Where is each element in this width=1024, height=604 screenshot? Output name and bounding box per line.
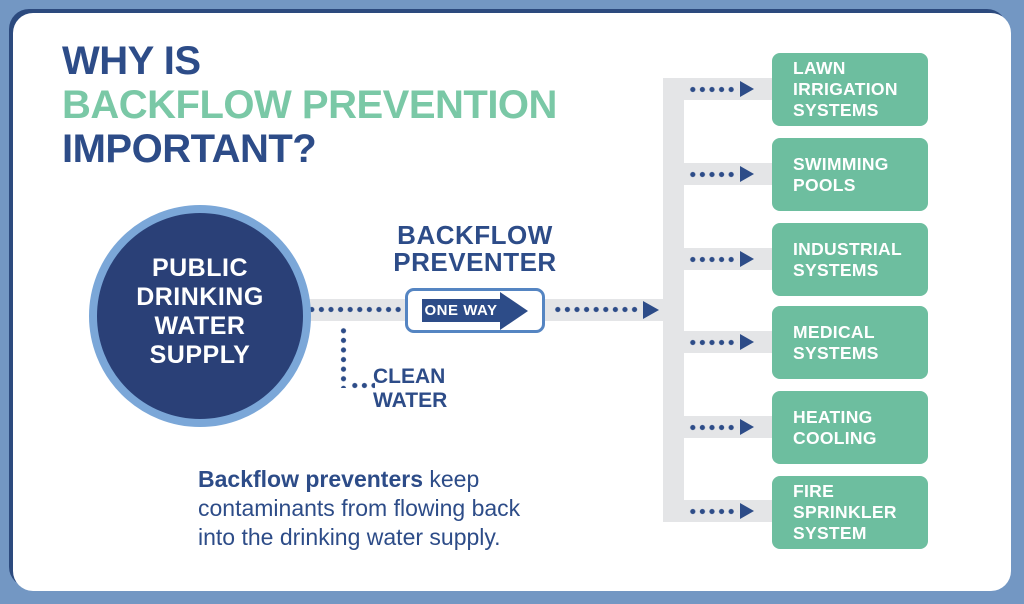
backflow-preventer-label: BACKFLOW PREVENTER: [393, 220, 557, 277]
branch-flow-dots: [688, 423, 738, 432]
footer-line-1: Backflow preventers keep: [198, 465, 520, 494]
branch-flow-dots: [688, 170, 738, 179]
branch-arrowhead: [740, 503, 754, 519]
title-line-3: IMPORTANT?: [62, 127, 317, 171]
page-title: WHY IS BACKFLOW PREVENTION IMPORTANT?: [62, 39, 557, 171]
destination-heating-cooling: HEATING COOLING: [772, 391, 928, 464]
destination-label: LAWN IRRIGATION SYSTEMS: [793, 58, 898, 120]
clean-water-dots-horizontal: [350, 381, 375, 390]
footer-caption: Backflow preventers keep contaminants fr…: [198, 465, 520, 552]
flow-dots-before-preventer: [307, 305, 403, 314]
destination-medical-systems: MEDICAL SYSTEMS: [772, 306, 928, 379]
destination-label: HEATING COOLING: [793, 406, 877, 448]
footer-line-2: contaminants from flowing back: [198, 495, 521, 521]
branch-arrowhead: [740, 419, 754, 435]
one-way-arrow-body: ONE WAY: [422, 299, 500, 322]
title-line-1: WHY IS: [62, 39, 201, 83]
clean-water-dots-vertical: [339, 326, 348, 388]
flow-arrowhead-main: [643, 301, 659, 319]
clean-water-label: CLEAN WATER: [373, 365, 448, 412]
branch-arrowhead: [740, 166, 754, 182]
destination-label: MEDICAL SYSTEMS: [793, 321, 879, 363]
flow-dots-after-preventer: [553, 305, 639, 314]
destination-label: INDUSTRIAL SYSTEMS: [793, 238, 902, 280]
destination-lawn-irrigation: LAWN IRRIGATION SYSTEMS: [772, 53, 928, 126]
one-way-arrow-icon: ONE WAY: [422, 291, 528, 330]
destination-industrial-systems: INDUSTRIAL SYSTEMS: [772, 223, 928, 296]
footer-line-1-rest: keep: [422, 466, 480, 492]
public-water-supply-label: PUBLIC DRINKING WATER SUPPLY: [136, 254, 264, 369]
infographic-card: WHY IS BACKFLOW PREVENTION IMPORTANT? PU…: [13, 13, 1011, 591]
distribution-pipe-spine: [663, 78, 684, 522]
one-way-arrow-head: [500, 291, 528, 330]
one-way-valve-sign: ONE WAY: [405, 288, 545, 333]
destination-fire-sprinkler: FIRE SPRINKLER SYSTEM: [772, 476, 928, 549]
branch-arrowhead: [740, 251, 754, 267]
branch-flow-dots: [688, 255, 738, 264]
branch-flow-dots: [688, 85, 738, 94]
one-way-label: ONE WAY: [424, 302, 498, 319]
destination-label: FIRE SPRINKLER SYSTEM: [793, 481, 897, 543]
footer-line-3: into the drinking water supply.: [198, 524, 501, 550]
destination-swimming-pools: SWIMMING POOLS: [772, 138, 928, 211]
branch-flow-dots: [688, 338, 738, 347]
branch-flow-dots: [688, 507, 738, 516]
footer-bold-text: Backflow preventers: [198, 466, 423, 492]
public-water-supply-circle: PUBLIC DRINKING WATER SUPPLY: [89, 205, 311, 427]
title-line-2: BACKFLOW PREVENTION: [62, 83, 557, 127]
branch-arrowhead: [740, 81, 754, 97]
destination-label: SWIMMING POOLS: [793, 153, 889, 195]
branch-arrowhead: [740, 334, 754, 350]
